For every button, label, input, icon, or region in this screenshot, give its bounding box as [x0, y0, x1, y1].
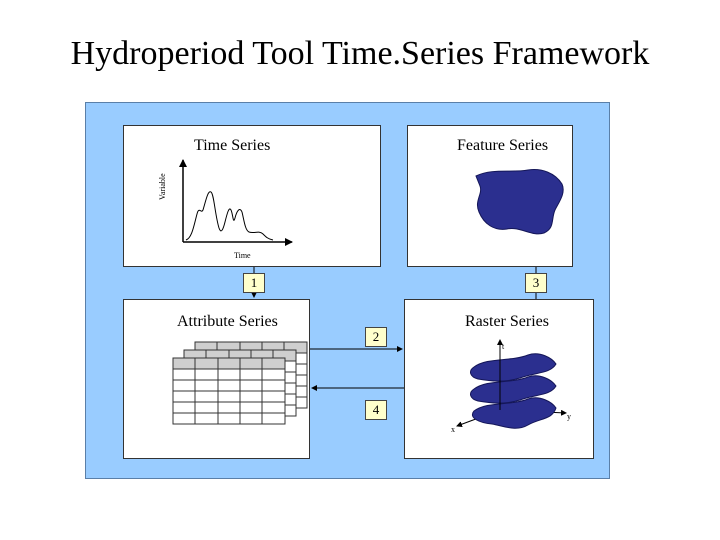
connector-label-4: 4	[365, 400, 387, 420]
connector-label-1: 1	[243, 273, 265, 293]
feature-polygon	[476, 170, 563, 234]
time-series-curve	[186, 192, 273, 240]
raster-stack	[457, 340, 566, 428]
connector-label-2: 2	[365, 327, 387, 347]
connector-label-3: 3	[525, 273, 547, 293]
attribute-table-stack	[173, 342, 307, 424]
time-series-chart	[183, 160, 292, 242]
